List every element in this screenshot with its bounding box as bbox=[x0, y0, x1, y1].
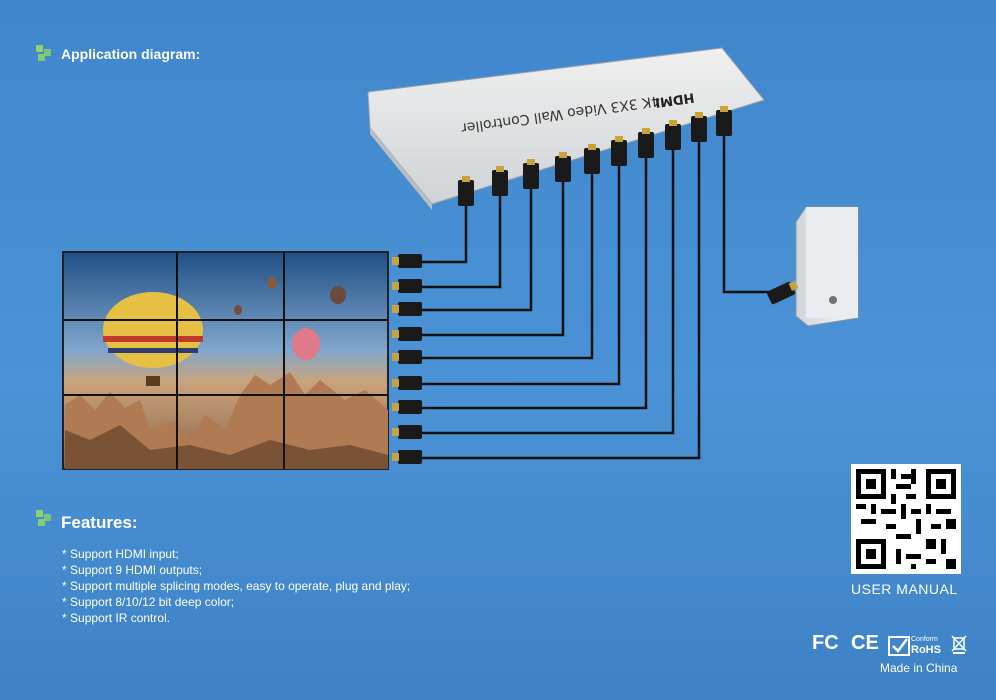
rohs-prefix: Conform bbox=[911, 636, 938, 643]
green-squares-icon bbox=[36, 510, 52, 526]
fcc-mark-icon: FC bbox=[812, 632, 839, 654]
made-in-china-label: Made in China bbox=[880, 661, 958, 675]
feature-item: Support 8/10/12 bit deep color; bbox=[62, 594, 410, 610]
hot-air-balloon-pink bbox=[292, 328, 320, 360]
connector-output-6 bbox=[611, 140, 627, 166]
qr-code[interactable] bbox=[851, 464, 961, 574]
hdmi-cables bbox=[420, 130, 772, 460]
user-manual-label: USER MANUAL bbox=[851, 581, 958, 597]
ce-mark-icon: CE bbox=[851, 632, 879, 654]
output-connectors bbox=[458, 110, 732, 206]
connector-output-4 bbox=[555, 156, 571, 182]
connector-output-1 bbox=[458, 180, 474, 206]
connector-output-9 bbox=[691, 116, 707, 142]
screen-connectors bbox=[398, 254, 422, 464]
feature-item: Support IR control. bbox=[62, 610, 410, 626]
rohs-mark-label: RoHS bbox=[911, 644, 941, 656]
connector-output-2 bbox=[492, 170, 508, 196]
features-title: Features: bbox=[61, 513, 138, 532]
feature-item: Support HDMI input; bbox=[62, 546, 410, 562]
application-diagram-title: Application diagram: bbox=[61, 46, 201, 62]
video-wall bbox=[62, 251, 389, 470]
video-wall-controller: 4K 3X3 Video Wall Controller HDMI bbox=[367, 47, 765, 210]
feature-item: Support 9 HDMI outputs; bbox=[62, 562, 410, 578]
connector-output-3 bbox=[523, 163, 539, 189]
green-squares-icon bbox=[36, 45, 52, 61]
connector-output-5 bbox=[584, 148, 600, 174]
features-list: Support HDMI input; Support 9 HDMI outpu… bbox=[62, 546, 410, 626]
connector-output-8 bbox=[665, 124, 681, 150]
feature-item: Support multiple splicing modes, easy to… bbox=[62, 578, 410, 594]
pc-tower-source bbox=[766, 206, 859, 327]
hot-air-balloon-small bbox=[330, 286, 346, 304]
connector-hdmi-in bbox=[716, 110, 732, 136]
weee-bin-icon bbox=[951, 634, 967, 654]
rock-formations bbox=[65, 372, 388, 469]
connector-output-7 bbox=[638, 132, 654, 158]
device-brand-label: HDMI bbox=[654, 89, 695, 109]
rohs-check-icon bbox=[888, 636, 910, 656]
